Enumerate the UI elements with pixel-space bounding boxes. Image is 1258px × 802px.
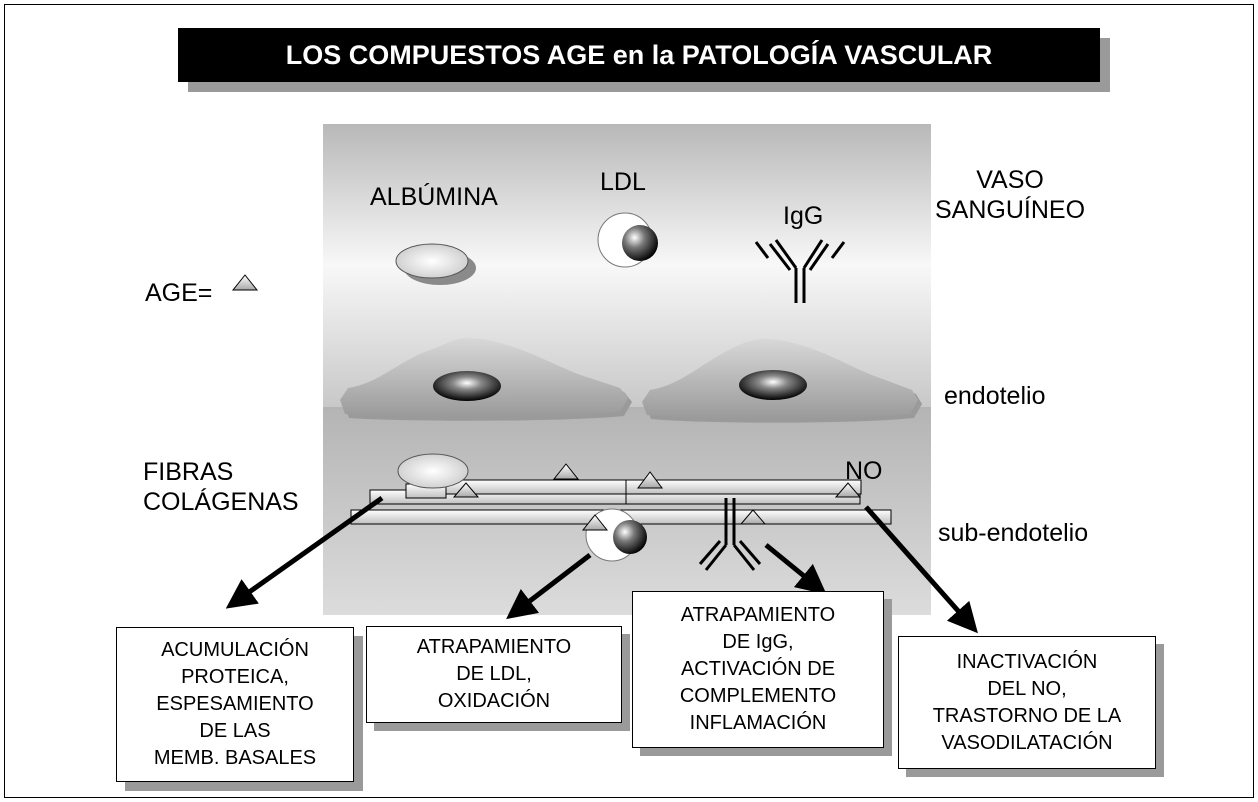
effect-box-igg: ATRAPAMIENTO DE IgG, ACTIVACIÓN DE COMPL… [632,591,884,748]
ldl-label: LDL [600,168,646,196]
subendothelium-label: sub-endotelio [938,519,1089,547]
arrow-to-protein [225,495,384,609]
effect-box-protein: ACUMULACIÓN PROTEICA, ESPESAMIENTO DE LA… [116,627,354,782]
collagen-fibers-label: FIBRAS COLÁGENAS [143,458,299,516]
age-legend-triangle [231,274,259,291]
endothelium-label: endotelio [944,382,1046,410]
no-label: NO [845,457,883,485]
diagram-title: LOS COMPUESTOS AGE en la PATOLOGÍA VASCU… [178,28,1100,82]
igg-antibody [754,239,846,303]
trapped-albumin [397,453,469,489]
endothelial-cell-left [340,337,632,421]
age-legend-label: AGE= [145,279,213,307]
albumin-label: ALBÚMINA [370,183,498,211]
trapped-igg [698,498,762,571]
arrow-to-ldl [506,553,592,620]
arrow-to-no [864,505,978,634]
ldl-molecule [597,212,658,268]
endothelial-cell-right [642,338,922,423]
arrow-to-igg [764,543,827,595]
effect-arrows [225,495,978,634]
age-triangles [452,463,862,531]
effect-box-no: INACTIVACIÓN DEL NO, TRASTORNO DE LA VAS… [898,636,1156,769]
igg-label: IgG [783,202,824,230]
albumin-molecule [395,243,476,285]
vessel-label: VASO SANGUÍNEO [935,166,1086,224]
effect-box-ldl: ATRAPAMIENTO DE LDL, OXIDACIÓN [366,626,622,723]
diagram-frame [4,4,1254,798]
